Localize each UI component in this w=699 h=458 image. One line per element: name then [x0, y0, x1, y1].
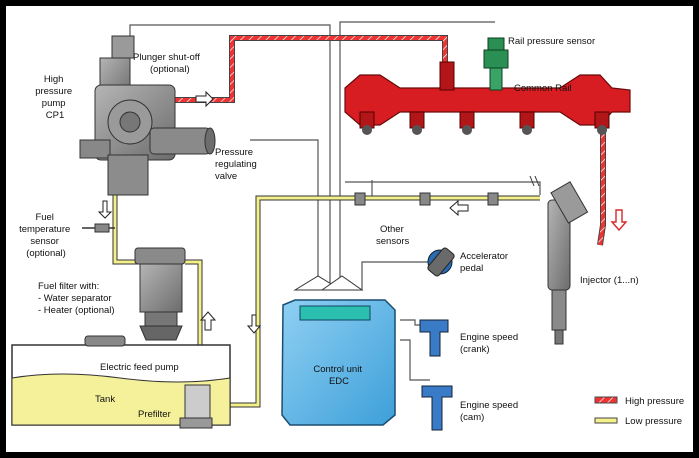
label-common-rail: Common Rail — [514, 83, 572, 94]
high-pressure-line — [175, 35, 628, 246]
label-speed-cam: Engine speed (cam) — [460, 400, 521, 423]
label-tank: Tank — [95, 394, 115, 405]
label-hp-pump: High pressure pump CP1 — [35, 74, 75, 121]
accelerator-pedal — [427, 247, 455, 277]
low-pressure-lines — [97, 175, 540, 408]
legend-low-swatch — [594, 417, 618, 424]
signal-wires — [129, 21, 541, 381]
label-plunger: Plunger shut-off (optional) — [133, 52, 203, 75]
legend: High pressure Low pressure — [594, 396, 684, 427]
speed-sensor-cam — [421, 385, 453, 431]
speed-sensor-crank — [419, 319, 449, 357]
label-prefilter: Prefilter — [138, 409, 171, 420]
fuel-filter — [134, 247, 186, 341]
label-accelerator: Accelerator pedal — [460, 251, 511, 274]
label-rail-sensor: Rail pressure sensor — [508, 36, 595, 47]
label-speed-crank: Engine speed (crank) — [460, 332, 521, 355]
label-injector: Injector (1...n) — [580, 275, 639, 286]
label-other-sensors: Other sensors — [376, 224, 410, 247]
label-fuel-filter: Fuel filter with: - Water separator - He… — [38, 281, 115, 316]
high-pressure-pump — [79, 35, 216, 196]
legend-high-label: High pressure — [625, 396, 684, 407]
fuel-temperature-sensor — [82, 223, 115, 233]
legend-low-label: Low pressure — [625, 416, 682, 427]
legend-high-swatch — [594, 396, 618, 404]
tank — [11, 335, 231, 429]
common-rail — [344, 61, 631, 135]
label-pressure-valve: Pressure regulating valve — [215, 147, 259, 182]
rail-pressure-sensor — [483, 37, 509, 91]
label-fuel-temp: Fuel temperature sensor (optional) — [19, 212, 73, 259]
label-control-unit: Control unit EDC — [313, 364, 364, 387]
injector — [547, 181, 589, 345]
label-feed-pump: Electric feed pump — [100, 362, 179, 373]
control-unit — [281, 275, 396, 426]
